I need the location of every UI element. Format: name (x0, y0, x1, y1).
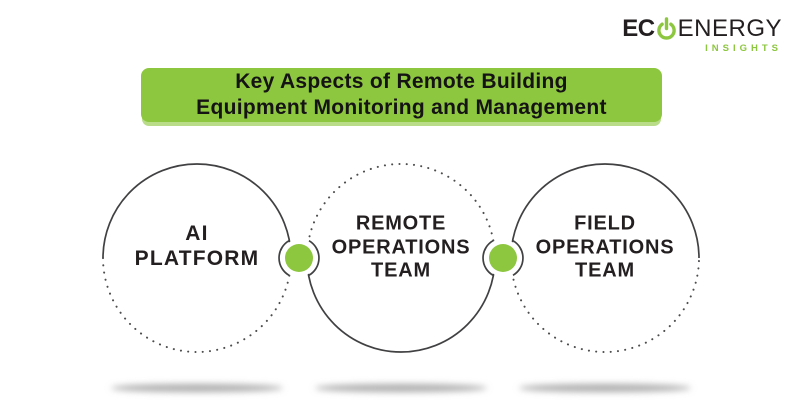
logo-text-energy: ENERGY (677, 14, 782, 42)
circle-ai-platform-dotted (102, 257, 292, 353)
node-shadow (315, 383, 487, 393)
logo-text-ec: EC (622, 14, 655, 42)
circle-field-ops-dotted (510, 257, 700, 353)
green-dot-connector (278, 239, 320, 277)
page-title: Key Aspects of Remote Building Equipment… (196, 70, 607, 119)
green-dot-connector (482, 239, 524, 277)
power-button-icon (656, 17, 676, 40)
circle-remote-ops-solid (306, 257, 496, 353)
node-label-field-operations-team: FIELD OPERATIONS TEAM (535, 212, 675, 282)
logo-tagline: INSIGHTS (705, 43, 782, 54)
node-label-ai-platform: AI PLATFORM (134, 222, 260, 270)
node-label-remote-operations-team: REMOTE OPERATIONS TEAM (331, 212, 471, 282)
node-shadow (111, 383, 283, 393)
title-banner: Key Aspects of Remote Building Equipment… (141, 68, 662, 122)
circle-remote-ops-dotted (306, 163, 496, 259)
ecoenergy-logo: EC ENERGY INSIGHTS (622, 16, 782, 54)
circle-field-ops-solid (510, 163, 700, 259)
node-shadow (519, 383, 691, 393)
logo-wordmark: EC ENERGY (622, 16, 782, 41)
circle-ai-platform-solid (102, 163, 292, 259)
